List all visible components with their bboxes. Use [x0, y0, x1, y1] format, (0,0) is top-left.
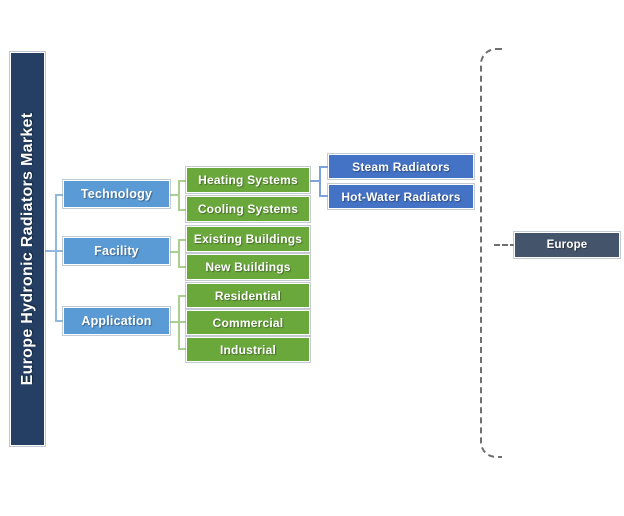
connector-branch-technology [55, 194, 64, 196]
connector-stem [45, 250, 56, 252]
region-bracket [480, 48, 502, 458]
connector-branch-new-buildings [178, 266, 187, 268]
node-cooling-systems[interactable]: Cooling Systems [186, 196, 310, 222]
root-title-banner: Europe Hydronic Radiators Market [10, 52, 45, 446]
connector-stem [170, 251, 179, 253]
node-facility[interactable]: Facility [63, 237, 170, 265]
connector-branch-steam-radiators [319, 166, 329, 168]
connector-spine [55, 194, 57, 322]
node-hot-water-radiators-label: Hot-Water Radiators [341, 189, 461, 204]
node-new-buildings-label: New Buildings [205, 260, 291, 274]
connector-branch-application [55, 320, 64, 322]
connector-branch-commercial [178, 321, 187, 323]
node-cooling-systems-label: Cooling Systems [197, 202, 299, 216]
region-bracket-stem [494, 244, 516, 248]
node-technology[interactable]: Technology [63, 180, 170, 208]
node-heating-systems-label: Heating Systems [198, 173, 298, 187]
node-steam-radiators[interactable]: Steam Radiators [328, 154, 474, 179]
connector-branch-facility [55, 250, 64, 252]
node-industrial-label: Industrial [219, 342, 276, 357]
node-region-europe[interactable]: Europe [514, 232, 620, 258]
page-title: Europe Hydronic Radiators Market [18, 112, 36, 386]
connector-spine [319, 166, 321, 196]
node-heating-systems[interactable]: Heating Systems [186, 167, 310, 193]
connector-stem [170, 194, 179, 196]
node-application-label: Application [81, 314, 152, 328]
node-existing-buildings-label: Existing Buildings [193, 232, 303, 246]
connector-stem [170, 321, 179, 323]
connector-branch-existing-buildings [178, 239, 187, 241]
node-hot-water-radiators[interactable]: Hot-Water Radiators [328, 184, 474, 209]
node-region-europe-label: Europe [546, 239, 588, 251]
connector-branch-residential [178, 295, 187, 297]
connector-branch-industrial [178, 348, 187, 350]
connector-branch-hot-water-radiators [319, 195, 329, 197]
node-technology-label: Technology [80, 187, 153, 201]
node-new-buildings[interactable]: New Buildings [186, 254, 310, 280]
node-residential[interactable]: Residential [186, 283, 310, 308]
node-facility-label: Facility [94, 244, 139, 258]
node-application[interactable]: Application [63, 307, 170, 335]
node-commercial[interactable]: Commercial [186, 310, 310, 335]
connector-stem [310, 180, 320, 182]
node-existing-buildings[interactable]: Existing Buildings [186, 226, 310, 252]
connector-spine [178, 180, 180, 210]
connector-spine [178, 239, 180, 267]
node-industrial[interactable]: Industrial [186, 337, 310, 362]
connector-branch-cooling-systems [178, 209, 187, 211]
node-residential-label: Residential [214, 288, 282, 303]
node-commercial-label: Commercial [212, 315, 284, 330]
connector-branch-heating-systems [178, 180, 187, 182]
node-steam-radiators-label: Steam Radiators [352, 159, 450, 174]
